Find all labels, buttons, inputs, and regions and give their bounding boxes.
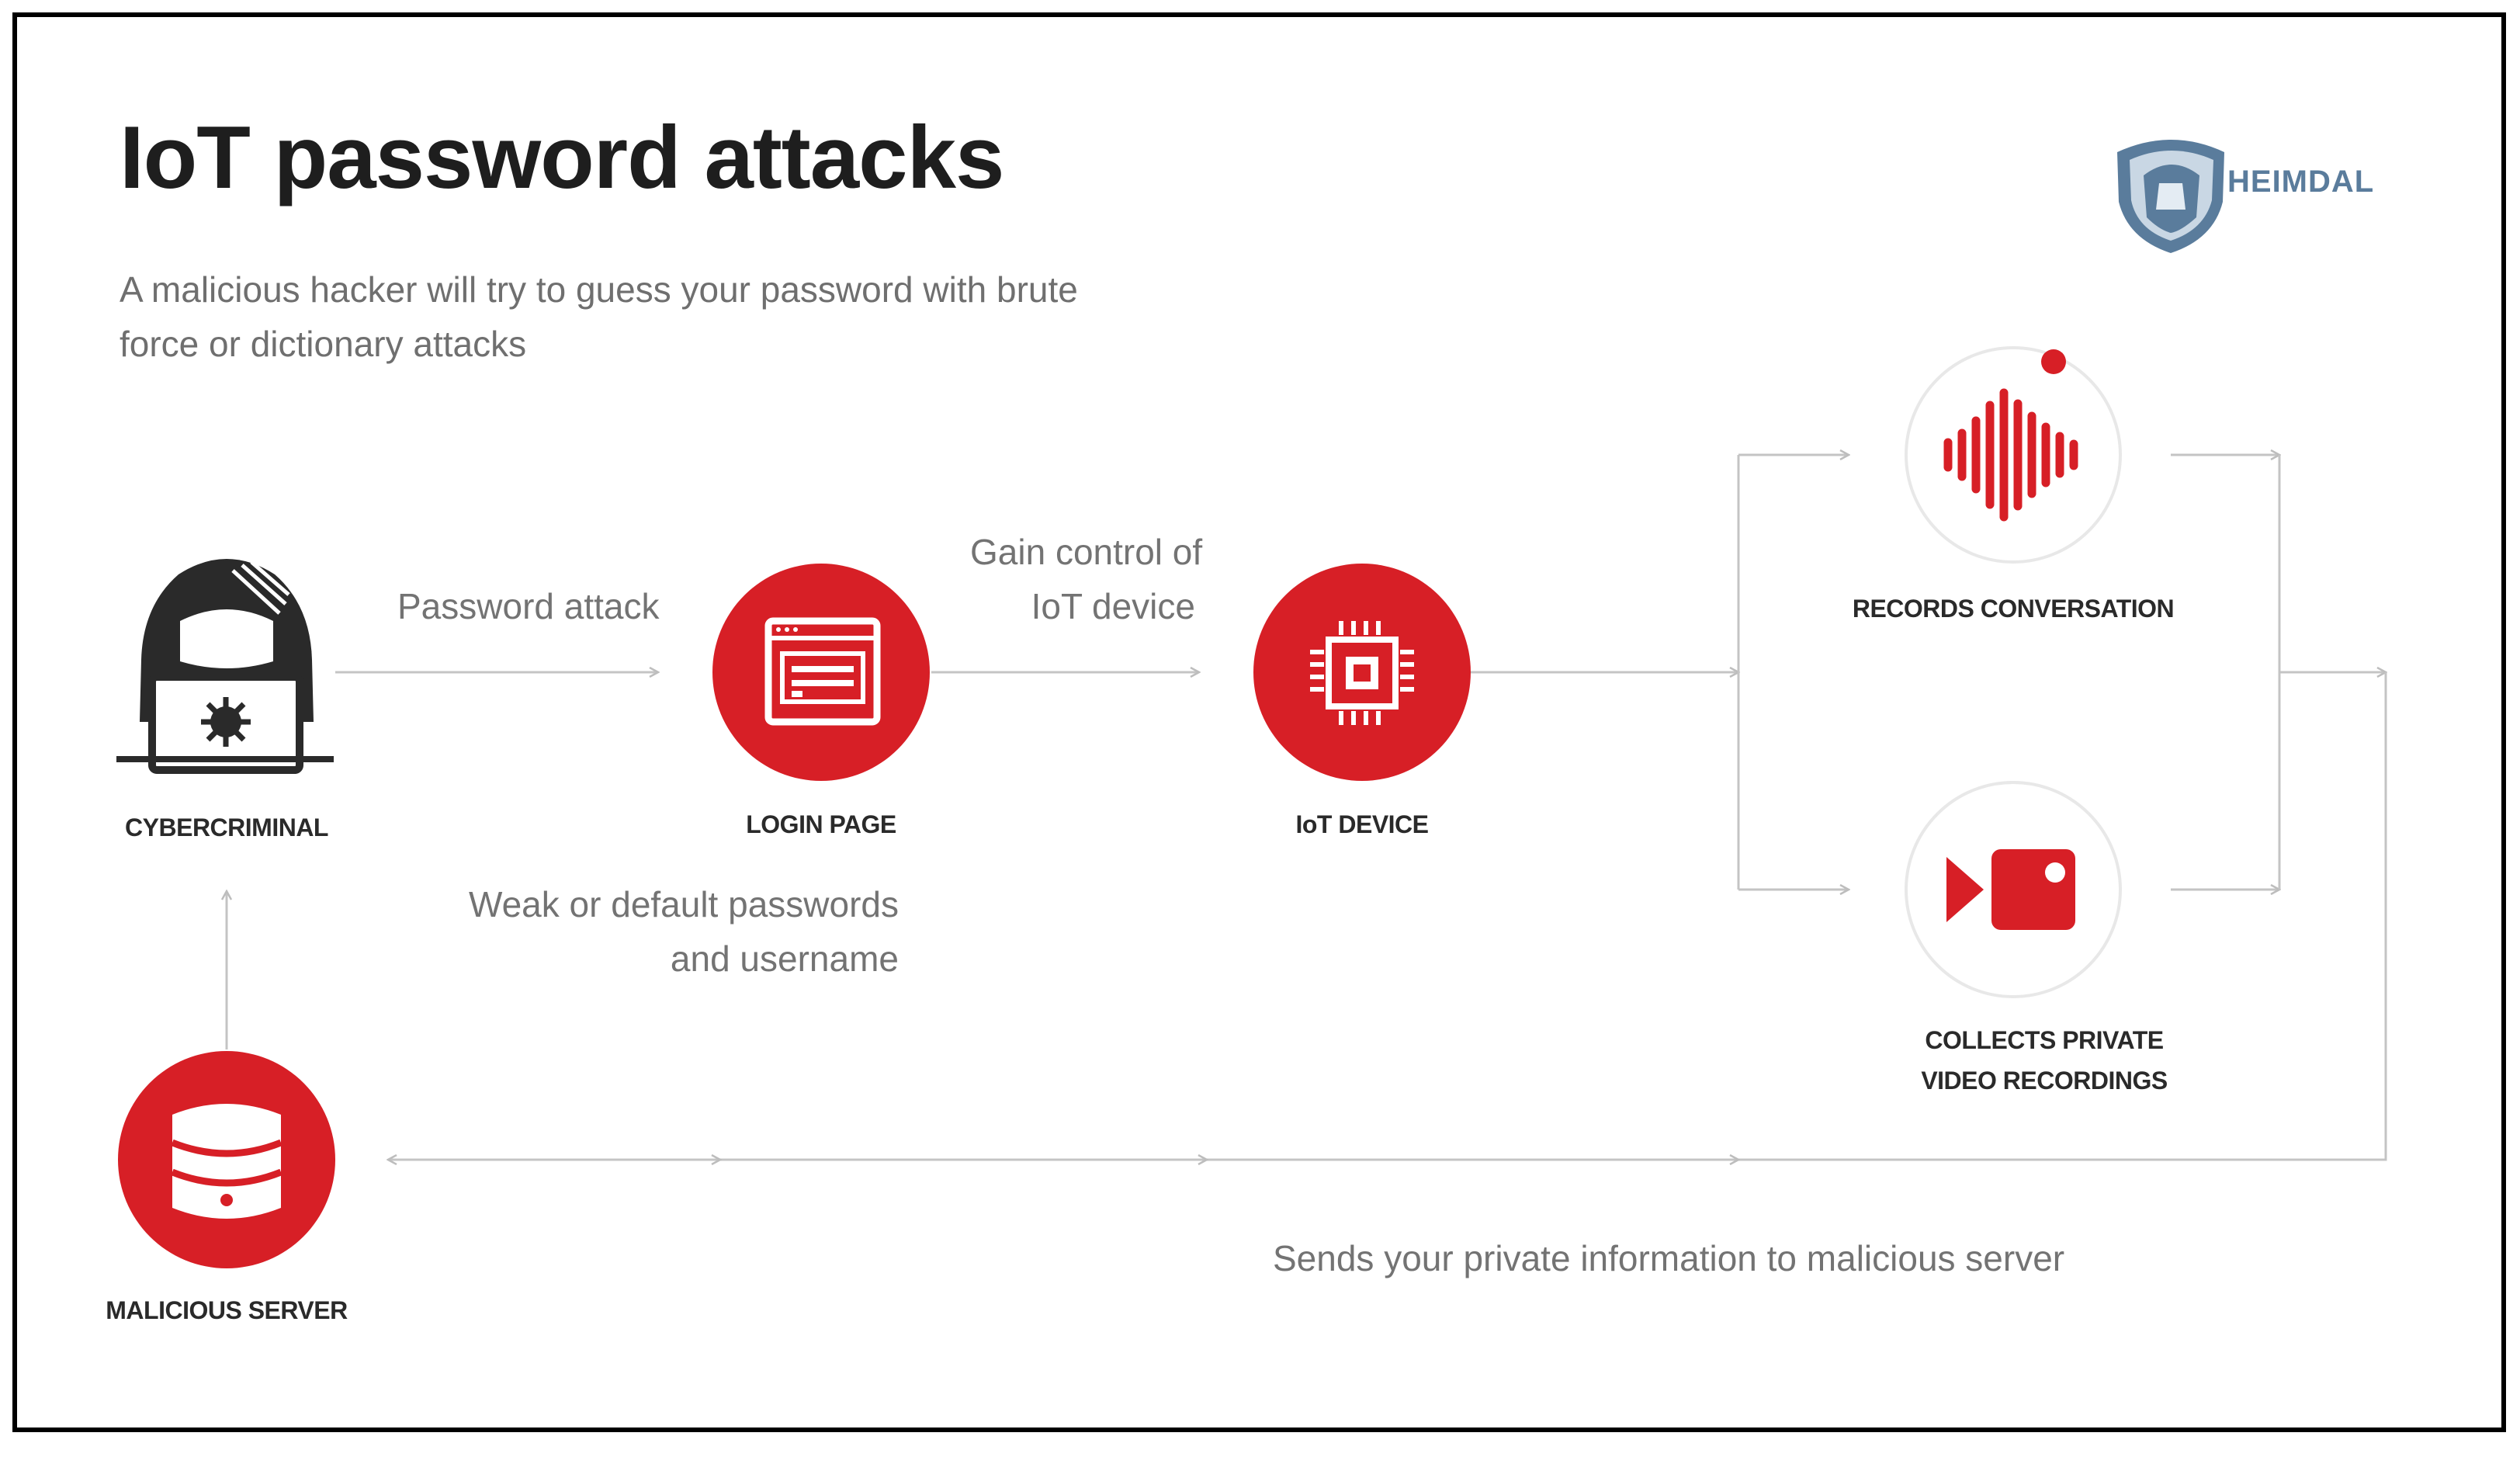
edge-label-sends-info: Sends your private information to malici… [1273,1238,2065,1278]
edge-label-weak-1: Weak or default passwords [469,884,899,925]
chip-icon [1253,564,1471,781]
node-label-login-page: LOGIN PAGE [746,810,896,838]
connectors [227,455,2386,1160]
edge-label-password-attack: Password attack [397,586,660,626]
sound-wave-icon [1905,346,2122,564]
return-path-right [1738,672,2387,1161]
node-label-records-conversation: RECORDS CONVERSATION [1852,595,2175,623]
node-label-collects-1: COLLECTS PRIVATE [1925,1026,2164,1054]
node-label-iot-device: IoT DEVICE [1295,810,1429,838]
node-label-malicious-server: MALICIOUS SERVER [106,1296,348,1324]
image-border [12,12,2506,1432]
logo-name: HEIMDAL [2227,165,2375,199]
edge-label-gain-control-1: Gain control of [970,532,1203,572]
page-title: IoT password attacks [120,109,1004,207]
edge-label-gain-control-2: IoT device [1031,586,1195,626]
browser-window-icon [712,564,930,781]
shield-logo-icon [2117,140,2224,253]
page-subtitle: A malicious hacker will try to guess you… [120,269,1078,364]
node-label-collects-2: VIDEO RECORDINGS [1921,1067,2168,1094]
database-icon [118,1051,335,1268]
node-label-cybercriminal: CYBERCRIMINAL [125,813,328,841]
hacker-icon [116,559,334,774]
edge-label-weak-2: and username [670,938,899,979]
video-camera-icon [1905,781,2122,998]
